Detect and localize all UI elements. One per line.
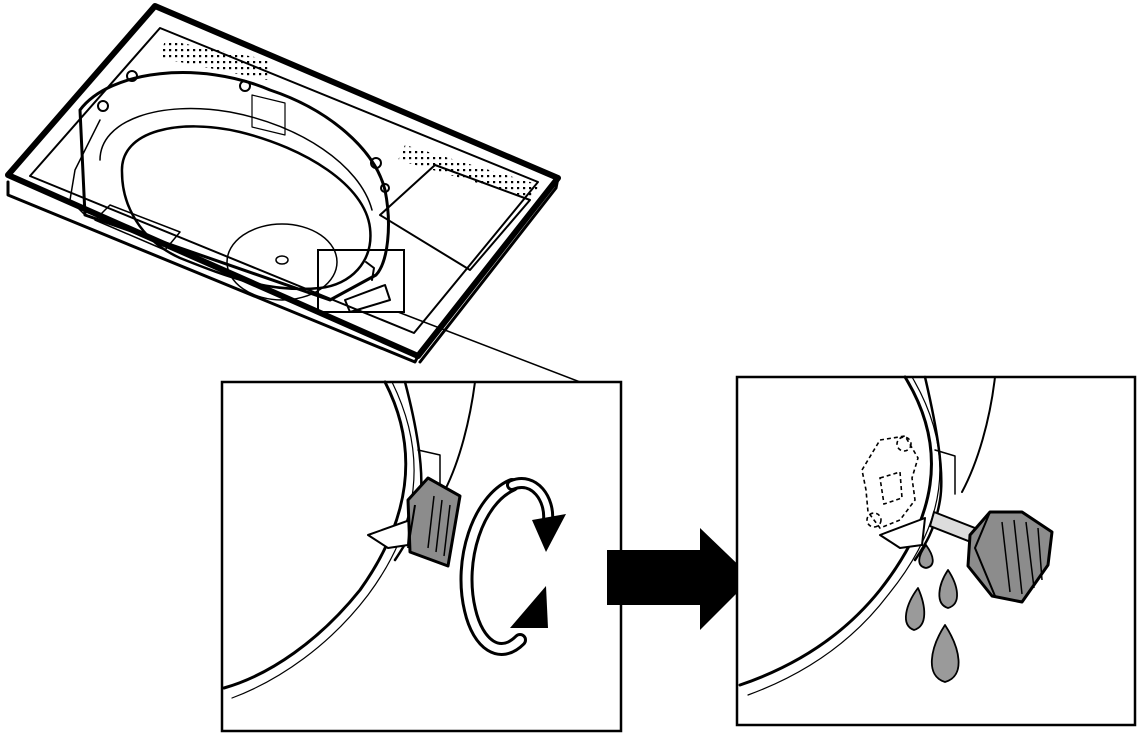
- cavity-rim: [78, 71, 390, 302]
- drain-knob: [406, 476, 462, 568]
- appliance-inner-frame: [29, 27, 539, 334]
- knob-ghost-outline: [861, 435, 919, 529]
- vent-right: [398, 145, 540, 198]
- right-arrow-icon: [607, 528, 752, 630]
- panel-step-2: [735, 375, 1137, 727]
- vent-top: [160, 40, 270, 80]
- screw-3: [97, 100, 109, 112]
- panel-step-1: [220, 380, 623, 733]
- cavity-floor: [120, 125, 372, 291]
- screw-1: [126, 70, 138, 82]
- cavity-curve-2: [738, 375, 933, 687]
- removed-drain-knob: [928, 510, 1054, 604]
- cavity-curve: [222, 380, 408, 690]
- screw-4: [370, 157, 382, 169]
- turntable-circle: [226, 223, 338, 301]
- zoom-box: [317, 249, 405, 313]
- appliance-bottom-edge: [6, 180, 420, 364]
- water-drops: [905, 544, 960, 683]
- water-drop-3: [905, 587, 926, 631]
- rotate-arrow-icon: [459, 477, 566, 656]
- overview-appliance: [5, 3, 561, 364]
- water-drop-4: [930, 624, 960, 683]
- screw-2: [239, 80, 251, 92]
- water-drop-2: [938, 569, 958, 609]
- zoom-leader-line: [397, 311, 581, 383]
- water-drop-1: [918, 544, 934, 569]
